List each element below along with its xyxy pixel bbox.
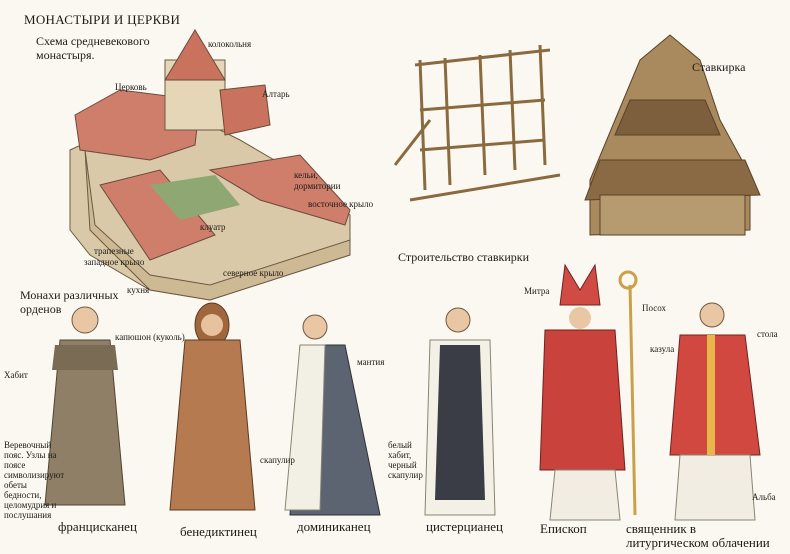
label-east-wing: восточное крыло bbox=[308, 199, 374, 209]
label-crozier: Посох bbox=[642, 303, 666, 313]
label-alb: Альба bbox=[752, 492, 776, 502]
label-west-wing: западное крыло bbox=[84, 257, 145, 267]
label-refectory: трапезные bbox=[94, 246, 134, 256]
label-courtyard: клуатр bbox=[200, 222, 226, 232]
benedictine-figure bbox=[169, 302, 256, 511]
label-north-wing: северное крыло bbox=[223, 268, 284, 278]
label-kitchen: кухня bbox=[127, 285, 150, 295]
monastery-heading: Схема средневекового монастыря. bbox=[36, 34, 150, 62]
label-stole: стола bbox=[757, 329, 778, 339]
label-bell-tower: колокольня bbox=[208, 39, 252, 49]
stave-construction-illustration bbox=[393, 44, 561, 202]
label-white-habit: белый хабит, черный скапулир bbox=[388, 440, 423, 480]
label-church: Церковь bbox=[115, 82, 147, 92]
caption-benedictine: бенедиктинец bbox=[180, 524, 257, 539]
caption-priest: священник в литургическом облачении bbox=[626, 521, 770, 550]
bishop-figure bbox=[539, 263, 638, 521]
page-title: МОНАСТЫРИ И ЦЕРКВИ bbox=[24, 12, 181, 27]
caption-stave-construction: Строительство ставкирки bbox=[398, 250, 530, 264]
label-chasuble: казула bbox=[650, 344, 675, 354]
orders-heading: Монахи различных орденов bbox=[20, 288, 119, 316]
label-scapular: скапулир bbox=[260, 455, 295, 465]
label-stave-church: Ставкирка bbox=[692, 60, 746, 74]
label-mantle: мантия bbox=[357, 357, 385, 367]
caption-franciscan: францисканец bbox=[58, 519, 137, 534]
caption-cistercian: цистерцианец bbox=[426, 519, 504, 534]
priest-figure bbox=[669, 302, 761, 521]
label-cells: кельи, bbox=[294, 170, 318, 180]
label-rope-belt: Веревочный пояс. Узлы на поясе символизи… bbox=[4, 440, 65, 520]
franciscan-figure bbox=[44, 306, 126, 506]
caption-bishop: Епископ bbox=[540, 521, 587, 536]
cistercian-figure bbox=[424, 307, 496, 516]
label-mitre: Митра bbox=[524, 286, 550, 296]
label-dormitory: дормитории bbox=[294, 181, 341, 191]
stave-church-illustration bbox=[584, 34, 761, 236]
label-altar: Алтарь bbox=[262, 89, 290, 99]
caption-dominican: доминиканец bbox=[297, 519, 371, 534]
dominican-figure bbox=[284, 314, 381, 516]
label-hood: капюшон (куколь) bbox=[115, 332, 185, 342]
monastery-illustration bbox=[69, 29, 351, 301]
label-habit: Хабит bbox=[4, 370, 28, 380]
